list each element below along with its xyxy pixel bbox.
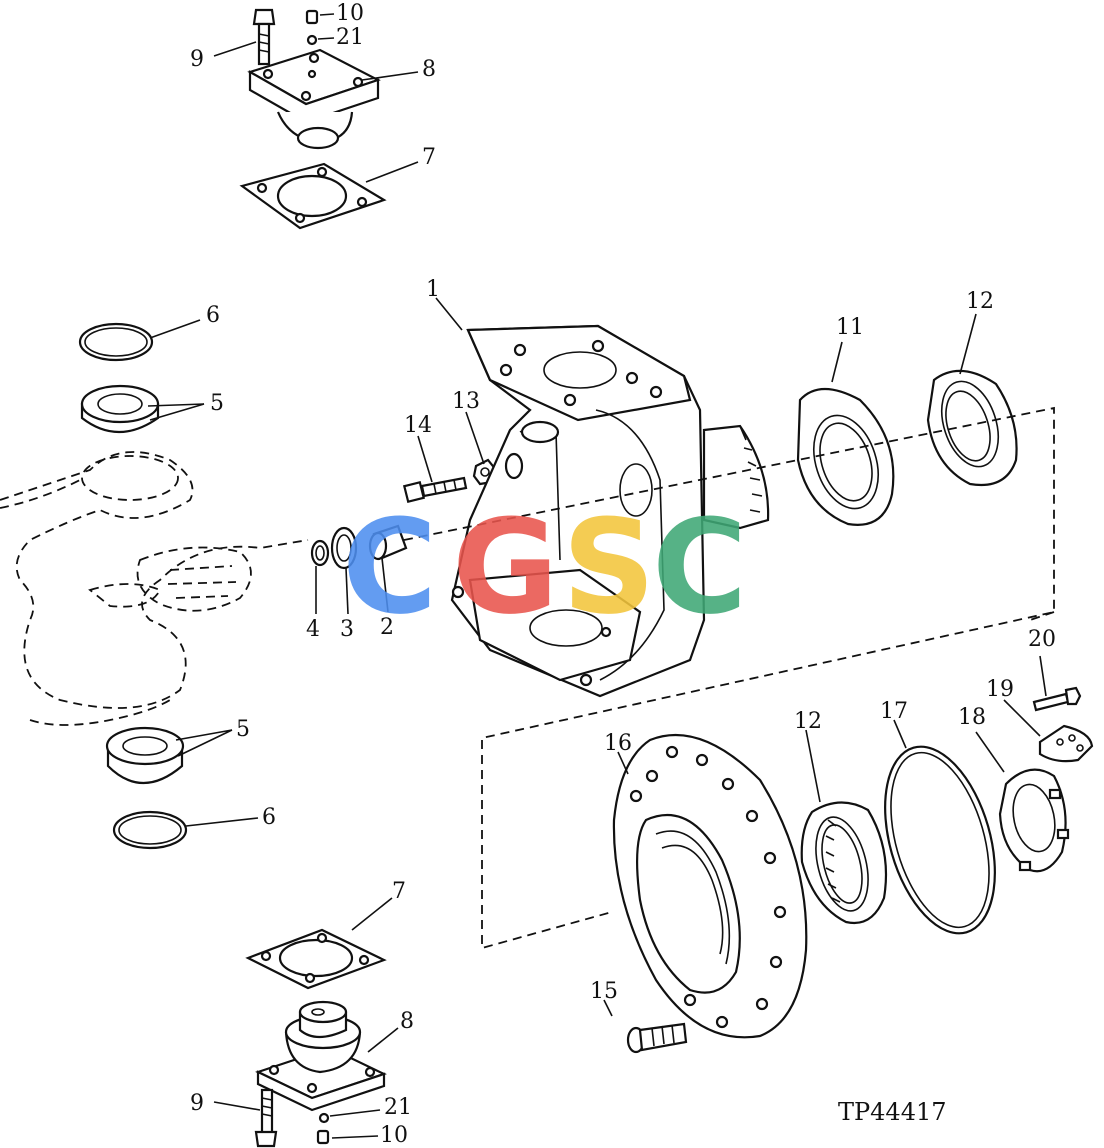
part-14-bolt [402,476,468,504]
watermark-letter-c1: C [342,491,437,643]
callout-14: 14 [404,413,432,438]
callout-6-top: 6 [206,303,220,328]
part-5-top-bearing [80,384,160,434]
part-12-lower-bearing [800,801,888,925]
part-7-top-gasket [239,162,387,230]
callout-19: 19 [986,677,1014,702]
watermark-letter-c2: C [652,491,747,643]
callout-10-bottom: 10 [380,1123,408,1148]
callout-8-top: 8 [422,57,436,82]
callout-5-bottom: 5 [236,717,250,742]
callout-12-bottom: 12 [794,709,822,734]
watermark-letter-g: G [452,491,559,643]
callout-numbers: 9 10 21 8 7 6 5 1 14 13 11 12 4 3 2 5 6 … [190,1,1056,1148]
part-9-bottom-bolt [254,1088,278,1148]
part-21-top-ball [306,34,318,46]
leader-lines [147,13,1047,1139]
part-4-seal [310,539,330,567]
callout-11: 11 [836,315,864,340]
callout-6-bottom: 6 [262,805,276,830]
axle-housing-dashed-outline [0,451,309,726]
part-11-seal [796,388,895,526]
part-19-lock-plate [1038,724,1094,763]
callout-18: 18 [958,705,986,730]
part-21-bottom-ball [318,1112,330,1124]
part-10-bottom-plug [316,1129,330,1145]
drawing-code: TP44417 [838,1098,947,1126]
part-10-top-plug [305,9,319,25]
watermark-letter-s: S [562,491,656,643]
part-6-bottom-ring [112,810,188,850]
callout-21-bottom: 21 [384,1095,412,1120]
part-17-o-ring [884,745,996,935]
callout-4: 4 [306,617,320,642]
callout-12-top: 12 [966,289,994,314]
part-8-bottom-kingpin [255,1000,387,1112]
part-20-lock-bolt [1032,686,1082,712]
part-9-top-bolt [252,8,276,66]
callout-17: 17 [880,699,908,724]
callout-7-top: 7 [422,145,436,170]
callout-1: 1 [426,277,440,302]
part-15-wheel-stud [626,1022,688,1054]
part-8-top-kingpin [247,48,381,150]
callout-9-bottom: 9 [190,1091,204,1116]
part-7-bottom-gasket [245,928,387,990]
callout-13: 13 [452,389,480,414]
callout-10-top: 10 [336,1,364,26]
assembly-dashed-lines [403,406,1055,950]
callout-5-top: 5 [210,391,224,416]
callout-9-top: 9 [190,47,204,72]
part-3-washer [330,526,358,570]
callout-7-bottom: 7 [392,879,406,904]
callout-3: 3 [340,617,354,642]
callout-16: 16 [604,731,632,756]
callout-21-top: 21 [336,25,364,50]
callout-20: 20 [1028,627,1056,652]
callout-8-bottom: 8 [400,1009,414,1034]
part-12-upper-bearing-cup [926,369,1018,487]
watermark-logo: C G S C [342,491,747,643]
part-18-spindle-nut [998,768,1070,873]
part-16-wheel-hub [612,733,808,1039]
part-2-bushing [368,524,408,561]
part-1-steering-knuckle [450,324,770,698]
callout-2: 2 [380,615,394,640]
part-6-top-ring [78,322,154,362]
callout-15: 15 [590,979,618,1004]
part-5-bottom-bearing [105,726,185,785]
